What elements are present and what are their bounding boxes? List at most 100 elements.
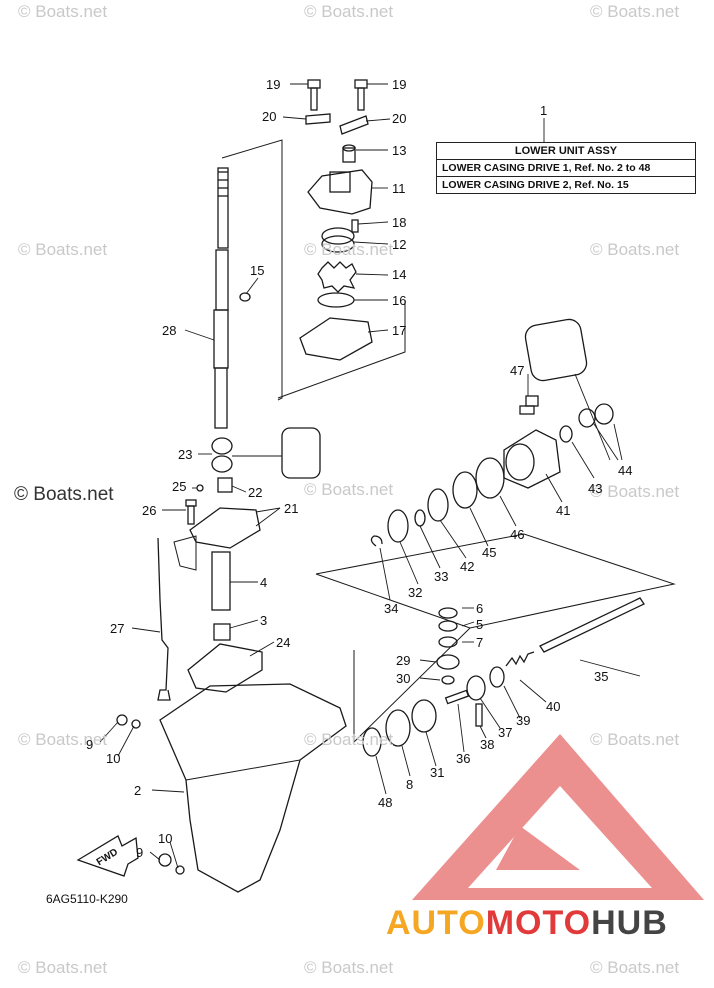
reverse-gear-32 (387, 509, 409, 543)
callout-20: 20 (262, 109, 277, 124)
callout-12: 12 (392, 237, 407, 252)
callout-19: 19 (266, 77, 281, 92)
bolt-9-lower (158, 853, 172, 867)
oring-45 (452, 471, 478, 509)
callout-1: 1 (540, 103, 548, 118)
callout-7: 7 (476, 635, 484, 650)
shim-7 (438, 636, 458, 648)
watermark: © Boats.net (18, 958, 108, 977)
brand-wordmark: AUTOMOTOHUB (386, 904, 668, 943)
callout-21: 21 (284, 501, 299, 516)
group-bracket-casing (353, 627, 471, 744)
bearing-23 (211, 437, 233, 473)
callout-22: 22 (248, 485, 263, 500)
spring-40 (505, 651, 535, 667)
callout-30: 30 (396, 671, 411, 686)
callout-10: 10 (158, 831, 173, 846)
leader-lines (99, 83, 641, 869)
watermark: © Boats.net (304, 240, 394, 259)
forward-gear-31 (411, 699, 437, 733)
callout-31: 31 (430, 765, 445, 780)
callout-19: 19 (392, 77, 407, 92)
bolt-47 (519, 395, 539, 415)
watermark: © Boats.net (590, 240, 680, 259)
propeller-shaft-housing-41 (503, 429, 561, 489)
info-line-2: LOWER CASING DRIVE 2, Ref. No. 15 (437, 176, 695, 193)
impeller-14 (317, 261, 357, 293)
watermark: © Boats.net (590, 2, 680, 21)
drive-shaft (213, 167, 229, 429)
cartridge-12 (321, 227, 355, 253)
plate-20-left (305, 113, 331, 125)
callout-38: 38 (480, 737, 495, 752)
callout-4: 4 (260, 575, 268, 590)
shim-48 (362, 727, 382, 757)
callout-9: 9 (86, 737, 94, 752)
watermark: © Boats.net (590, 730, 680, 749)
dog-clutch-37 (466, 675, 486, 701)
group-bracket-gears (315, 533, 676, 629)
pin-18 (351, 219, 359, 233)
watermark: © Boats.net (18, 2, 108, 21)
watermark: © Boats.net (590, 482, 680, 501)
bolt-9-upper (116, 714, 128, 726)
info-title: LOWER UNIT ASSY (514, 145, 618, 157)
brand-part-moto: MOTO (485, 904, 592, 942)
washer-10-upper (131, 719, 141, 729)
plug-25 (196, 484, 204, 492)
callout-48: 48 (378, 795, 393, 810)
callout-44: 44 (618, 463, 633, 478)
washer-10-lower (175, 865, 185, 875)
cc-detail-box (524, 318, 588, 382)
water-tube-housing-21 (189, 507, 261, 549)
callout-10: 10 (106, 751, 121, 766)
key-15 (239, 292, 251, 302)
callout-40: 40 (546, 699, 561, 714)
gasket-24 (187, 643, 263, 693)
callout-24: 24 (276, 635, 291, 650)
lower-casing-2 (159, 683, 347, 893)
callout-17: 17 (392, 323, 407, 338)
callout-41: 41 (556, 503, 571, 518)
callout-2: 2 (134, 783, 142, 798)
callout-37: 37 (498, 725, 513, 740)
bolt-26 (185, 499, 197, 525)
bearing-42 (427, 488, 449, 522)
bolt-19-right (354, 79, 368, 111)
callout-36: 36 (456, 751, 471, 766)
bolt-19-left (307, 79, 321, 111)
callout-34: 34 (384, 601, 399, 616)
callout-39: 39 (516, 713, 531, 728)
seal-detail-box (281, 427, 321, 479)
callout-13: 13 (392, 143, 407, 158)
drawing-code: 6AG5110-K290 (46, 892, 128, 906)
callout-8: 8 (406, 777, 414, 792)
watermark: © Boats.net (304, 2, 394, 21)
callout-20: 20 (392, 111, 407, 126)
callout-27: 27 (110, 621, 125, 636)
oring-46 (475, 457, 505, 499)
propeller-shaft-35 (539, 597, 645, 653)
shim-33 (414, 509, 426, 527)
shim-6 (438, 607, 458, 619)
nut-30 (441, 675, 455, 685)
callout-9: 9 (136, 845, 144, 860)
watermark: © Boats.net (304, 730, 394, 749)
watermark: © Boats.net (590, 958, 680, 977)
outer-plate-17 (299, 317, 373, 361)
callout-43: 43 (588, 481, 603, 496)
callout-46: 46 (510, 527, 525, 542)
collar-13 (342, 144, 356, 163)
callout-29: 29 (396, 653, 411, 668)
callout-5: 5 (476, 617, 484, 632)
callout-6: 6 (476, 601, 484, 616)
callout-25: 25 (172, 479, 187, 494)
callout-26: 26 (142, 503, 157, 518)
info-line-1: LOWER CASING DRIVE 1, Ref. No. 2 to 48 (437, 159, 695, 176)
callout-32: 32 (408, 585, 423, 600)
callout-18: 18 (392, 215, 407, 230)
plate-20-right (339, 115, 369, 135)
group-bracket-pump (221, 139, 283, 401)
watermark: © Boats.net (304, 480, 394, 499)
ring-39 (489, 666, 505, 688)
